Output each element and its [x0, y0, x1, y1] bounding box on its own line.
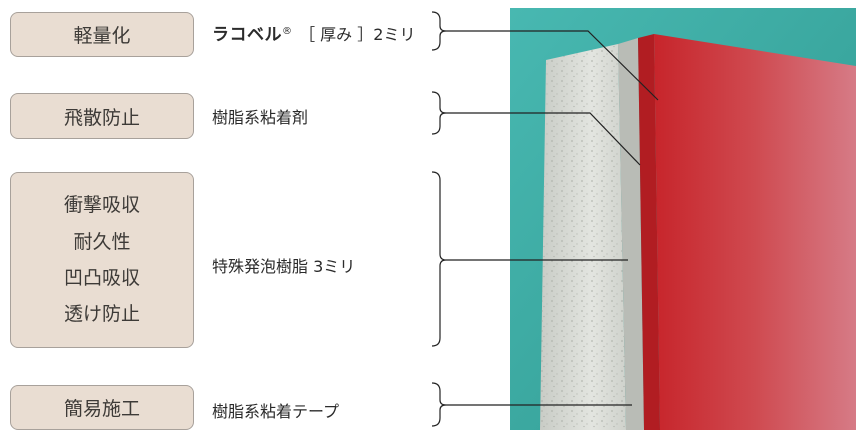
- feature-label: 凹凸吸収: [63, 266, 140, 289]
- bracket-adhesive: [431, 91, 447, 135]
- feature-label: 耐久性: [73, 230, 131, 253]
- feature-label: 簡易施工: [63, 398, 140, 420]
- bracket-tape: [431, 382, 447, 427]
- feature-shatterproof: 飛散防止: [10, 93, 194, 139]
- layer-label-foam: 特殊発泡樹脂 3ミリ: [212, 257, 356, 276]
- bracket-foam: [431, 171, 447, 347]
- feature-easy-install: 簡易施工: [10, 385, 194, 430]
- layer-label-tape: 樹脂系粘着テープ: [212, 402, 340, 421]
- thickness-spec: ［ 厚み ］2ミリ: [299, 25, 416, 44]
- bracket-surface: [431, 11, 447, 51]
- feature-label: 軽量化: [73, 25, 131, 47]
- feature-label: 衝撃吸収: [63, 194, 140, 217]
- adhesive-layer: [618, 38, 644, 430]
- registered-mark: ®: [282, 25, 292, 37]
- layer-label-surface: ラコベル® ［ 厚み ］2ミリ: [212, 20, 415, 45]
- feature-lightweight: 軽量化: [10, 12, 194, 57]
- feature-label: 飛散防止: [63, 106, 140, 129]
- laminated-panel: [654, 34, 856, 430]
- product-cross-section-image: [510, 8, 856, 430]
- feature-label: 透け防止: [63, 302, 140, 325]
- panel-edge: [638, 34, 660, 430]
- layer-label-adhesive: 樹脂系粘着剤: [212, 108, 309, 127]
- brand-name: ラコベル: [212, 25, 282, 45]
- feature-impact-group: 衝撃吸収 耐久性 凹凸吸収 透け防止: [10, 172, 194, 348]
